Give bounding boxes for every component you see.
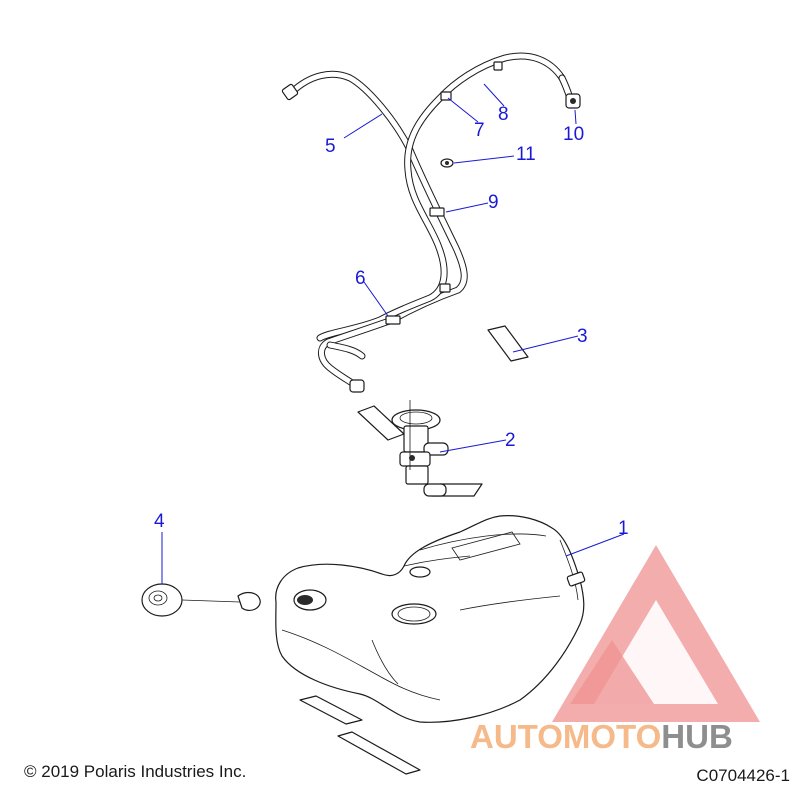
hose-end-fitting <box>281 83 299 101</box>
hose-clamp-lower <box>439 283 451 293</box>
callout-9: 9 <box>488 192 499 213</box>
part-11-fitting <box>440 158 454 168</box>
part-3-pad <box>487 325 529 362</box>
callout-11: 11 <box>516 144 536 165</box>
watermark-brand-text: AUTOMOTOHUB <box>470 718 733 755</box>
callout-2: 2 <box>505 430 516 451</box>
diagram-code: C0704426-1 <box>696 766 790 785</box>
hose-clamp-9 <box>429 207 445 217</box>
part-10-vent-valve <box>565 93 581 109</box>
part-1-fuel-tank <box>275 515 586 723</box>
watermark-inner-triangle <box>570 640 654 704</box>
copyright-text: © 2019 Polaris Industries Inc. <box>24 762 247 781</box>
callout-7: 7 <box>474 120 485 141</box>
part-4-fuel-cap <box>141 583 261 617</box>
hose-assembly <box>281 52 574 393</box>
hose-clamp-6 <box>385 315 401 325</box>
callout-4: 4 <box>154 511 165 532</box>
watermark-logo <box>552 545 760 722</box>
callout-5: 5 <box>325 136 336 157</box>
callout-6: 6 <box>355 268 366 289</box>
pump-hose-connector <box>349 379 365 393</box>
watermark-text: AUTOMOTOHUB <box>470 718 733 755</box>
leader-lines <box>161 83 625 584</box>
callout-1: 1 <box>618 518 629 539</box>
tank-bottom-pads <box>299 695 421 775</box>
callout-8: 8 <box>498 104 509 125</box>
callout-3: 3 <box>577 326 588 347</box>
callout-labels: 1 2 3 4 5 6 7 8 9 10 11 <box>154 104 629 539</box>
part-2-fuel-pump <box>357 400 483 497</box>
watermark-brand-part1: AUTOMOTO <box>470 718 661 755</box>
watermark-brand-part2: HUB <box>661 718 733 755</box>
hose-clamp-upper <box>493 61 503 71</box>
callout-10: 10 <box>563 124 584 145</box>
